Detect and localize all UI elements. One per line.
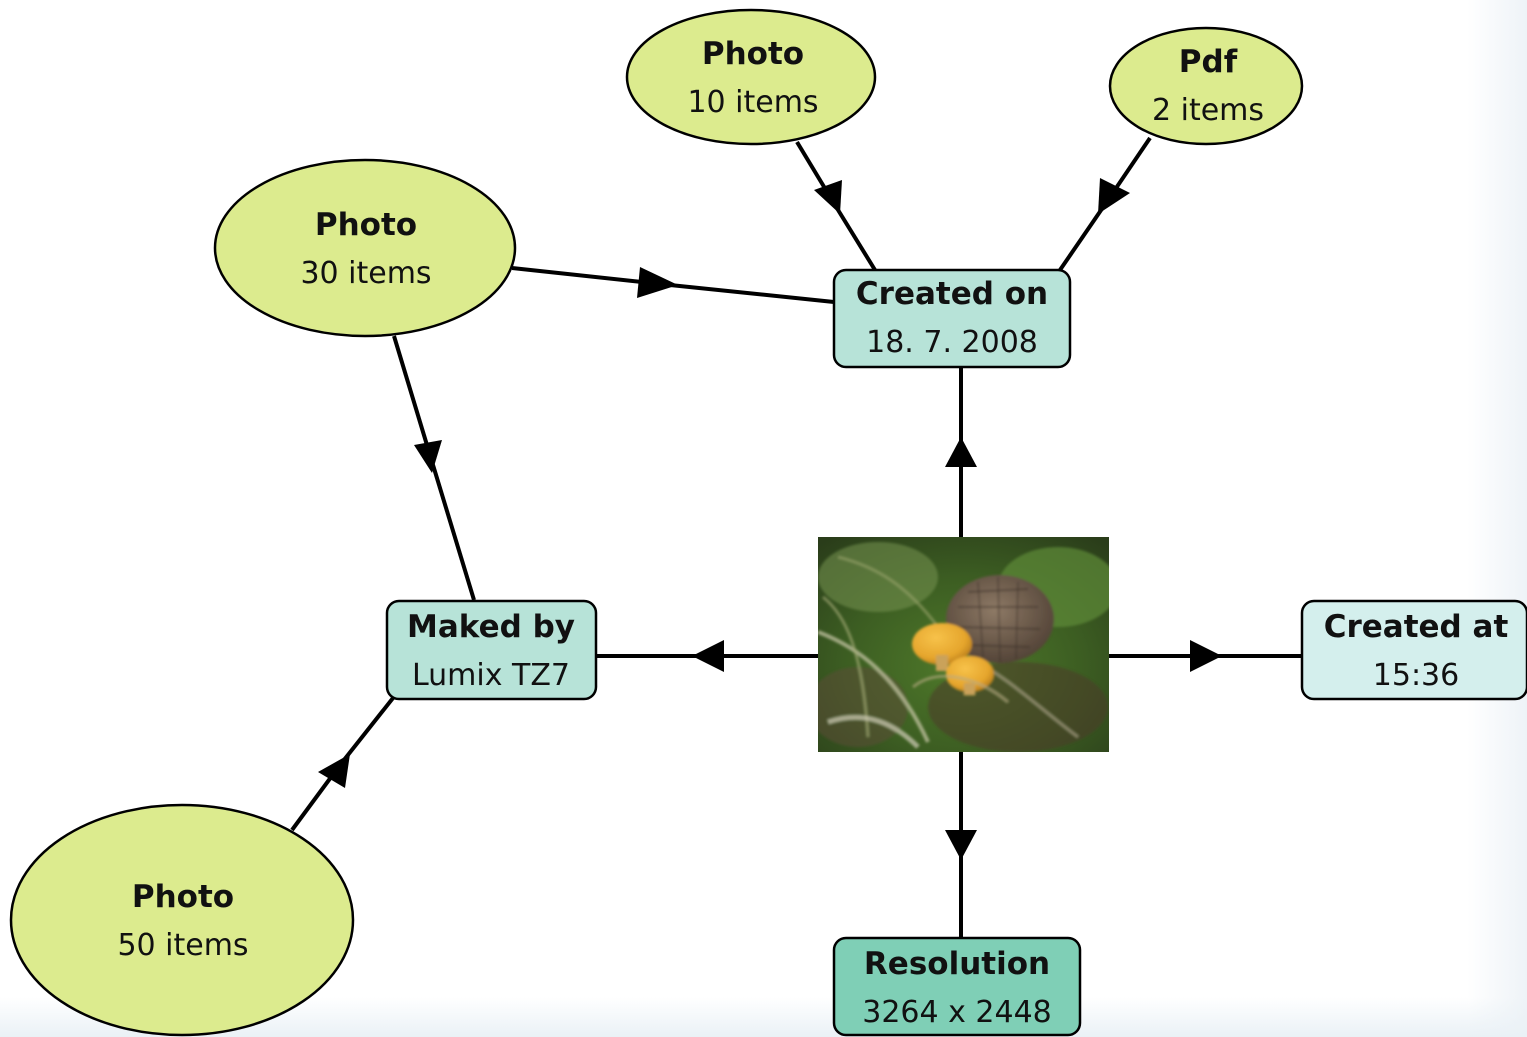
node-title: Created on — [856, 276, 1048, 312]
node-photo-50-items[interactable]: Photo 50 items — [9, 803, 355, 1037]
node-title: Pdf — [1179, 44, 1238, 80]
mushroom-photo-image — [818, 537, 1109, 752]
node-title: Created at — [1324, 609, 1509, 645]
node-photo-30-items[interactable]: Photo 30 items — [213, 158, 517, 338]
node-maked-by[interactable]: Maked by Lumix TZ7 — [385, 599, 598, 701]
node-value: 3264 x 2448 — [862, 995, 1052, 1030]
node-count: 10 items — [687, 85, 818, 120]
node-count: 50 items — [117, 928, 248, 963]
center-photo-thumbnail[interactable] — [818, 537, 1109, 752]
edge-photo50-to-maked-by — [290, 696, 395, 832]
background-gradient-right — [1467, 0, 1527, 1037]
node-value: 15:36 — [1373, 658, 1459, 693]
node-created-on[interactable]: Created on 18. 7. 2008 — [832, 268, 1072, 369]
edge-image-to-created-on — [945, 367, 977, 537]
node-count: 2 items — [1152, 93, 1264, 128]
node-value: Lumix TZ7 — [412, 658, 570, 693]
edge-image-to-resolution — [945, 752, 977, 938]
edge-photo30-to-created-on — [511, 266, 835, 304]
node-title: Maked by — [407, 609, 575, 645]
edge-image-to-maked-by — [596, 640, 818, 672]
node-count: 30 items — [300, 256, 431, 291]
edge-pdf-to-created-on — [1058, 136, 1152, 272]
node-title: Resolution — [864, 946, 1050, 982]
node-resolution[interactable]: Resolution 3264 x 2448 — [832, 936, 1082, 1037]
node-title: Photo — [315, 207, 417, 243]
edge-image-to-created-at — [1109, 640, 1302, 672]
edge-photo10-to-created-on — [795, 140, 877, 272]
node-value: 18. 7. 2008 — [866, 325, 1038, 360]
node-title: Photo — [132, 879, 234, 915]
node-pdf-2-items[interactable]: Pdf 2 items — [1108, 26, 1304, 146]
node-title: Photo — [702, 36, 804, 72]
node-created-at[interactable]: Created at 15:36 — [1300, 599, 1527, 701]
edge-photo30-to-maked-by — [392, 335, 476, 601]
node-photo-10-items[interactable]: Photo 10 items — [625, 8, 877, 146]
